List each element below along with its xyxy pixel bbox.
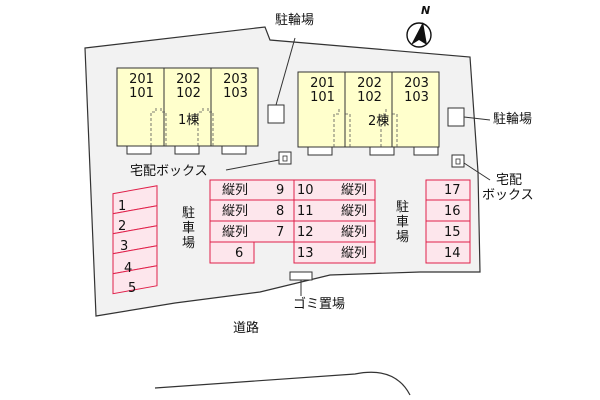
delivery-box-right-label-1: 宅配 [496,173,523,188]
road-curve [154,371,411,396]
parking-8-num: 8 [276,204,285,219]
building-2 [297,71,440,156]
bike-parking-top-label: 駐輪場 [275,13,315,28]
parking-center-left [209,179,295,264]
parking-space-2: 2 [118,219,127,234]
parking-10-suffix: 縦列 [341,183,368,198]
parking-space-3: 3 [120,239,129,254]
compass-north-label: N [421,4,431,17]
parking-11-num: 11 [297,204,314,219]
road-label: 道路 [233,321,260,336]
parking-11-suffix: 縦列 [341,204,368,219]
building-1-name: 1棟 [178,113,200,128]
parking-12-num: 12 [297,225,314,240]
parking-center-right [293,179,376,264]
parking-space-17: 17 [444,183,461,198]
parking-10-num: 10 [297,183,314,198]
parking-12-suffix: 縦列 [341,225,368,240]
parking-left-column [112,185,158,295]
delivery-box-right [451,154,465,168]
parking-right-label: 駐車場 [395,200,409,245]
parking-13-num: 13 [297,246,314,261]
parking-space-16: 16 [444,204,461,219]
compass-icon [406,22,432,48]
parking-right-column [425,179,471,264]
delivery-box-right-label-2: ボックス [482,188,534,203]
parking-6-num: 6 [235,246,244,261]
parking-7-num: 7 [276,225,285,240]
delivery-box-left [278,151,292,165]
parking-8-prefix: 縦列 [222,204,249,219]
parking-space-4: 4 [124,261,133,276]
parking-space-5: 5 [128,281,137,296]
parking-7-prefix: 縦列 [222,225,249,240]
parking-13-suffix: 縦列 [341,246,368,261]
parking-space-15: 15 [444,225,461,240]
bike-parking-left-box [267,104,285,124]
parking-9-prefix: 縦列 [222,183,249,198]
garbage-label: ゴミ置場 [293,297,346,312]
parking-center-label: 駐車場 [181,206,195,251]
bike-parking-right-box [447,107,465,127]
building-2-name: 2棟 [368,114,390,129]
parking-space-1: 1 [118,199,127,214]
parking-space-14: 14 [444,246,461,261]
garbage-area [289,271,313,281]
building-1 [116,67,259,155]
delivery-box-left-label: 宅配ボックス [130,164,208,179]
bike-parking-right-label: 駐輪場 [493,112,533,127]
parking-9-num: 9 [276,183,285,198]
